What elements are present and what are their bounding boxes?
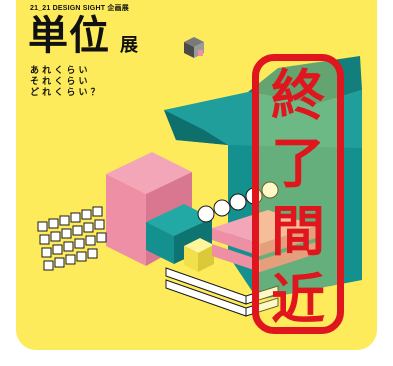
- tagline-line-3: ど れ く ら い ？: [30, 88, 100, 98]
- isometric-boxes-illustration: [37, 37, 362, 317]
- stamp-char-1: 終: [271, 63, 325, 127]
- tagline: あ れ く ら い そ れ く ら い ど れ く ら い ？: [30, 66, 100, 99]
- tagline-line-1: あ れ く ら い: [30, 66, 88, 76]
- stamp-char-4: 近: [271, 267, 325, 331]
- floating-cube-icon: [184, 37, 204, 58]
- yellow-cube: [184, 238, 214, 272]
- exhibition-poster[interactable]: 21_21 DESIGN SIGHT 企画展 単位 展 あ れ く ら い そ …: [16, 0, 377, 350]
- tagline-line-2: そ れ く ら い: [30, 77, 88, 87]
- white-cubes-cluster: [37, 206, 107, 271]
- teal-small-boxes: [146, 204, 212, 264]
- exhibition-title-suffix: 展: [120, 35, 138, 56]
- closing-soon-stamp: 終 了 間 近: [252, 54, 344, 334]
- exhibition-title: 単位: [28, 13, 110, 59]
- stamp-char-2: 了: [271, 131, 325, 195]
- pink-stacked-slabs: [212, 210, 316, 272]
- organizer-label: 21_21 DESIGN SIGHT 企画展: [30, 5, 129, 12]
- stamp-char-3: 間: [271, 199, 325, 263]
